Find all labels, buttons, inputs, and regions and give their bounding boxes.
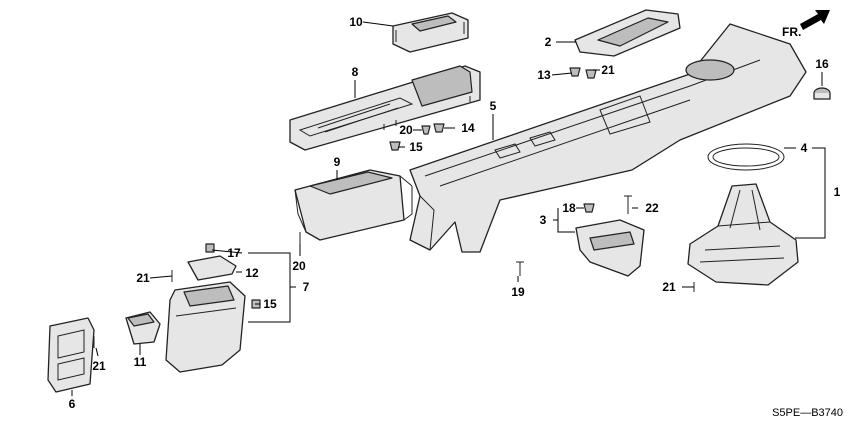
part-8-panel: [289, 65, 481, 151]
callout-2: 2: [545, 35, 552, 49]
callout-21d: 21: [662, 280, 676, 294]
callout-22: 22: [645, 201, 659, 215]
part-16-knob: [813, 87, 831, 100]
callout-20a: 20: [399, 123, 413, 137]
callout-labels: 1 2 3 4 5 6 7 8 9 10 11 12 13 14 15 15 1…: [69, 15, 841, 411]
callout-15b: 15: [263, 297, 277, 311]
callout-12: 12: [245, 266, 259, 280]
callout-19: 19: [511, 285, 525, 299]
callout-10: 10: [349, 15, 363, 29]
part-9-tray: [294, 169, 413, 241]
callout-5: 5: [490, 99, 497, 113]
callout-3: 3: [540, 213, 547, 227]
front-direction-icon: FR.: [782, 10, 830, 39]
part-5-console: [409, 23, 807, 253]
leader-lines: [71, 21, 826, 396]
part-10-lid: [392, 12, 469, 53]
callout-1: 1: [834, 185, 841, 199]
front-label: FR.: [782, 25, 801, 39]
part-4-ring: [707, 143, 785, 171]
callout-15a: 15: [409, 140, 423, 154]
callout-8: 8: [352, 65, 359, 79]
part-11-cup: [125, 311, 161, 345]
callout-6: 6: [69, 397, 76, 411]
part-7-bin: [165, 281, 246, 373]
part-3-bracket: [575, 219, 645, 277]
callout-4: 4: [801, 141, 808, 155]
callout-11: 11: [134, 355, 147, 369]
callout-7: 7: [303, 280, 310, 294]
diagram-code: S5PE—B3740: [772, 407, 843, 419]
part-12-bracket: [187, 255, 237, 281]
part-2-cover: [574, 9, 681, 57]
callout-21a: 21: [601, 63, 615, 77]
callout-13: 13: [537, 68, 551, 82]
callout-14: 14: [461, 121, 475, 135]
callout-21c: 21: [92, 359, 106, 373]
callout-17: 17: [227, 246, 241, 260]
part-6-panel: [47, 317, 95, 393]
callout-16: 16: [815, 57, 829, 71]
callout-9: 9: [334, 155, 341, 169]
callout-21b: 21: [136, 271, 150, 285]
callout-20b: 20: [292, 259, 306, 273]
callout-18: 18: [562, 201, 576, 215]
part-1-boot: [687, 183, 799, 286]
